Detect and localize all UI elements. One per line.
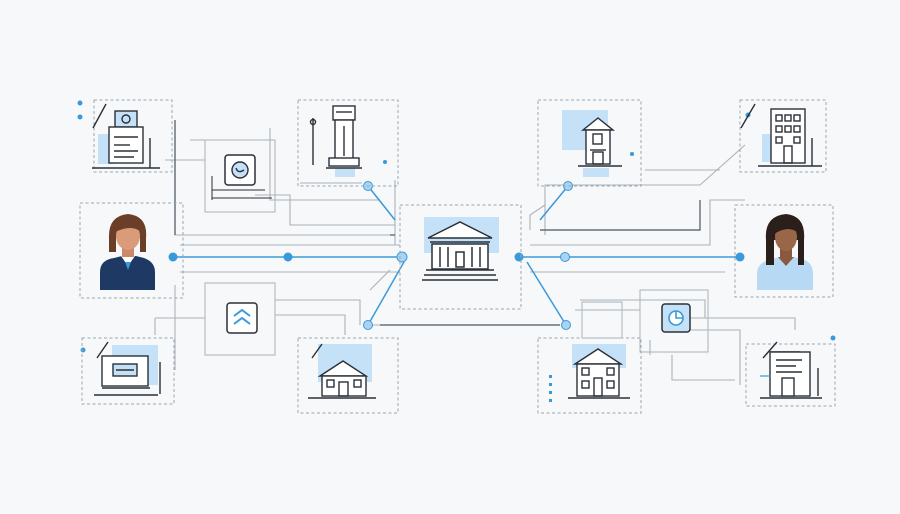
trace (690, 329, 741, 385)
frame-top-left-inner (204, 139, 276, 213)
office-building-icon (740, 103, 822, 167)
frame-center (399, 204, 522, 310)
target-badge-icon (211, 154, 272, 200)
chevron-up-badge-icon (226, 302, 258, 334)
node-dot (80, 347, 86, 353)
trace (690, 317, 796, 330)
trace (174, 120, 390, 236)
frame-bottom-right-inner (639, 289, 709, 353)
woman-avatar-icon (757, 214, 813, 290)
trace (275, 314, 346, 335)
tower-icon (309, 105, 362, 177)
frame-bottom-right-box (581, 301, 623, 339)
frame-top-mid-left (297, 99, 399, 187)
frame-bottom-left-inner (204, 282, 276, 356)
node-dot (283, 252, 293, 262)
tick-mark (549, 391, 552, 394)
node-dot (514, 252, 524, 262)
chapel-icon (562, 110, 622, 177)
bank-building-icon (422, 217, 499, 281)
trace (369, 269, 391, 291)
trace (275, 299, 361, 325)
diag-link (539, 185, 569, 221)
node-ring (561, 320, 571, 330)
woman-avatar-icon (100, 214, 155, 290)
trace (540, 200, 701, 231)
node-dot (168, 252, 178, 262)
node-dot (735, 252, 745, 262)
trace (671, 355, 735, 381)
diag-link (526, 261, 567, 326)
frame-top-left (93, 99, 173, 173)
connector-nodes (77, 100, 836, 402)
townhouse-icon (568, 344, 630, 399)
frame-bottom-mid-left (297, 337, 399, 414)
frame-bottom-left (81, 337, 175, 405)
trace (544, 144, 746, 235)
frame-person-right (734, 204, 834, 298)
frame-person-left (79, 202, 184, 299)
tick-mark (549, 375, 552, 378)
node-dot (77, 100, 83, 106)
node-ring (363, 320, 373, 330)
node-dot (830, 335, 836, 341)
house-icon (308, 343, 376, 399)
main-lines (174, 120, 701, 326)
node-ring (560, 252, 570, 262)
tick-mark (549, 399, 552, 402)
solid-frames (204, 139, 709, 356)
document-building-icon (92, 103, 160, 169)
node-ring (396, 251, 408, 263)
trace (530, 199, 745, 246)
trace (580, 299, 706, 318)
pie-chart-badge-icon (661, 303, 691, 333)
diag-link (367, 261, 405, 326)
diag-link (367, 185, 396, 221)
node-dot (383, 160, 387, 164)
trace (529, 204, 546, 230)
storefront-icon (760, 341, 822, 399)
node-dot (630, 152, 634, 156)
frame-bottom-right (745, 343, 836, 407)
trace (255, 194, 395, 226)
frame-top-right (739, 99, 827, 173)
frame-top-mid-right (537, 99, 642, 187)
laptop-icon (94, 341, 161, 396)
tick-mark (549, 383, 552, 386)
node-dot (77, 114, 83, 120)
